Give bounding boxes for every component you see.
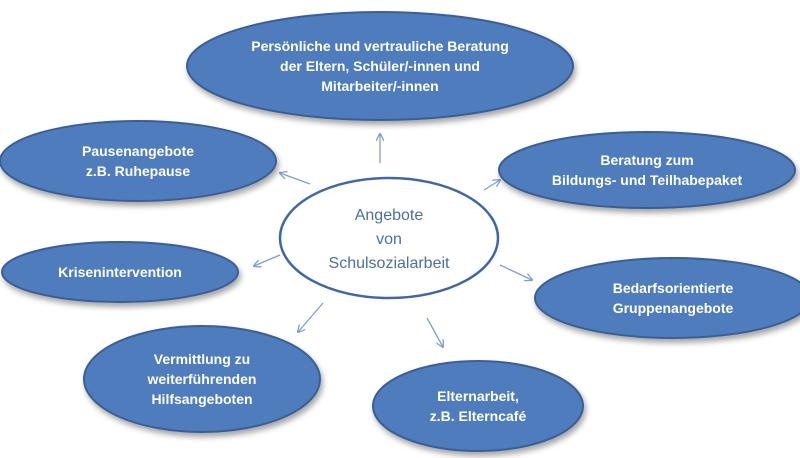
node-label-line: Mitarbeiter/-innen	[321, 78, 438, 94]
node-label-line: z.B. Ruhepause	[86, 163, 190, 179]
arrow-to-krisenintervention	[254, 254, 281, 266]
arrow-to-pausenangebote	[280, 173, 311, 185]
node-beratung-vertraulich: Persönliche und vertrauliche Beratung der…	[186, 11, 574, 121]
node-ellipse-krisenintervention	[1, 241, 239, 303]
node-ellipse-pausenangebote	[0, 120, 277, 202]
node-ellipse-gruppenangebote	[534, 257, 800, 339]
nodes-layer: Persönliche und vertrauliche Beratung der…	[0, 11, 800, 452]
node-vermittlung: Vermittlung zu weiterführendenHilfsangebo…	[83, 325, 321, 433]
center-label-line: Schulsozialarbeit	[329, 255, 451, 272]
arrows-layer	[254, 134, 532, 347]
node-elternarbeit: Elternarbeit, z.B. Elterncafé	[372, 360, 584, 452]
node-label-line: weiterführenden	[147, 371, 257, 387]
node-label-line: der Eltern, Schüler/-innen und	[280, 58, 480, 74]
node-label-line: Beratung zum	[600, 152, 693, 168]
center-label-line: Angebote	[355, 207, 424, 224]
node-label-line: Vermittlung zu	[154, 351, 250, 367]
node-pausenangebote: Pausenangebote z.B. Ruhepause	[0, 120, 277, 202]
node-ellipse-beratung-vertraulich	[186, 11, 574, 121]
node-label-line: z.B. Elterncafé	[430, 408, 527, 424]
arrow-to-bildungspaket	[483, 180, 500, 191]
node-label-line: Persönliche und vertrauliche Beratung	[251, 38, 509, 54]
center-ellipse	[278, 176, 500, 300]
node-label-line: Elternarbeit,	[437, 388, 519, 404]
node-label-line: Bedarfsorientierte	[613, 280, 734, 296]
node-label-line: Gruppenangebote	[613, 300, 734, 316]
node-ellipse-elternarbeit	[372, 360, 584, 452]
node-label-line: Krisenintervention	[58, 264, 182, 280]
node-label-line: Pausenangebote	[82, 143, 194, 159]
center-label-line: von	[376, 231, 402, 248]
arrow-to-vermittlung	[298, 302, 324, 332]
node-krisenintervention: Krisenintervention	[1, 241, 239, 303]
arrow-to-elternarbeit	[426, 317, 443, 347]
arrow-to-gruppenangebote	[499, 264, 532, 280]
node-ellipse-vermittlung	[83, 325, 321, 433]
node-label-line: Bildungs- und Teilhabepaket	[552, 172, 743, 188]
node-ellipse-bildungspaket	[498, 131, 796, 209]
node-label-line: Hilfsangeboten	[151, 391, 252, 407]
